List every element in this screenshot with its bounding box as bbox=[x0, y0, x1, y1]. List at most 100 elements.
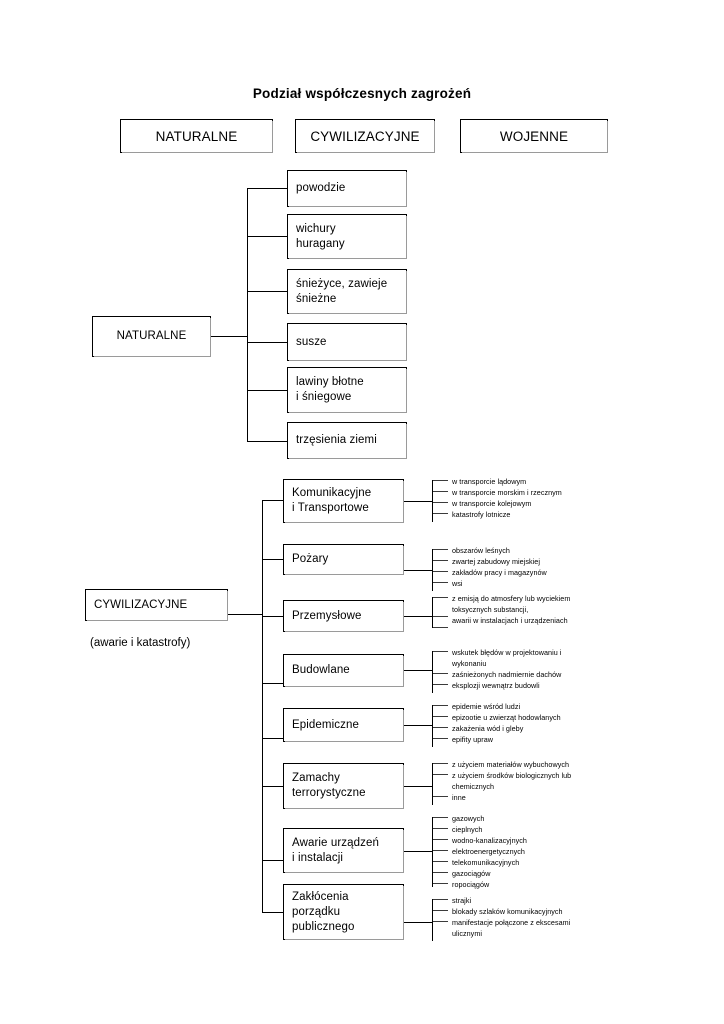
top-category-cywilizacyjne[interactable]: CYWILIZACYJNE bbox=[295, 119, 435, 153]
civ-detail-tick-1-1 bbox=[433, 560, 448, 561]
natural-item-susze-label: susze bbox=[296, 335, 327, 348]
civ-detail-tick-6-4 bbox=[433, 861, 448, 862]
top-category-wojenne[interactable]: WOJENNE bbox=[460, 119, 608, 153]
civ-item-zamachy[interactable]: Zamachy terrorystyczne bbox=[283, 763, 404, 809]
civ-branch-6 bbox=[262, 860, 283, 861]
natural-item-powodzie[interactable]: powodzie bbox=[287, 170, 407, 207]
civ-detail-connector-5 bbox=[404, 786, 432, 787]
civ-detail-text-1: obszarów leśnych zwartej zabudowy miejsk… bbox=[452, 546, 547, 588]
civ-item-budowlane-label: Budowlane bbox=[292, 664, 350, 676]
civ-item-zaklocenia[interactable]: Zakłócenia porządku publiczne­go bbox=[283, 884, 404, 940]
civ-item-przemyslowe-label: Przemysłowe bbox=[292, 609, 362, 622]
civ-detail-spine-1 bbox=[432, 549, 433, 591]
civ-item-awarie[interactable]: Awarie urządzeń i instalacji bbox=[283, 828, 404, 873]
civ-detail-tick-0-0 bbox=[433, 480, 448, 481]
natural-item-sniezyce[interactable]: śnieżyce, zawieje śnieżne bbox=[287, 269, 407, 314]
top-category-cywilizacyjne-label: CYWILIZACYJNE bbox=[310, 128, 420, 144]
civ-branch-2 bbox=[262, 616, 283, 617]
civ-detail-tick-7-1 bbox=[433, 910, 448, 911]
natural-branch-4 bbox=[247, 390, 287, 391]
civ-detail-text-7: strajki blokady szlaków komunikacyjnych … bbox=[452, 896, 571, 938]
civ-item-epidemiczne[interactable]: Epidemiczne bbox=[283, 708, 404, 742]
page-title: Podział współczesnych zagrożeń bbox=[252, 86, 472, 101]
civ-spine bbox=[262, 500, 263, 912]
civ-item-epidemiczne-label: Epidemiczne bbox=[292, 718, 359, 731]
natural-branch-3 bbox=[247, 342, 287, 343]
natural-root-label: NATURALNE bbox=[116, 330, 187, 342]
civ-branch-5 bbox=[262, 786, 283, 787]
natural-branch-2 bbox=[247, 291, 287, 292]
civ-detail-tick-1-2 bbox=[433, 571, 448, 572]
civ-detail-tick-4-1 bbox=[433, 716, 448, 717]
top-category-naturalne[interactable]: NATURALNE bbox=[120, 119, 273, 153]
civ-detail-spine-2 bbox=[432, 597, 433, 628]
civ-branch-0 bbox=[262, 500, 283, 501]
top-category-wojenne-label: WOJENNE bbox=[499, 128, 569, 144]
civ-item-awarie-label: Awarie urządzeń i instalacji bbox=[292, 836, 379, 864]
civ-detail-tick-2-2 bbox=[433, 627, 448, 628]
civ-detail-text-6: gazowych cieplnych wodno-kanalizacyjnych… bbox=[452, 814, 527, 889]
civ-detail-tick-4-3 bbox=[433, 738, 448, 739]
civ-detail-spine-6 bbox=[432, 817, 433, 887]
civ-detail-tick-4-0 bbox=[433, 705, 448, 706]
civ-root-box[interactable]: CYWILIZACYJNE bbox=[85, 589, 228, 621]
natural-item-powodzie-label: powodzie bbox=[296, 182, 346, 194]
natural-branch-1 bbox=[247, 236, 287, 237]
civ-detail-tick-2-0 bbox=[433, 597, 448, 598]
civ-detail-tick-0-3 bbox=[433, 513, 448, 514]
civ-detail-text-3: wskutek błędów w projektowaniu i wykonan… bbox=[452, 648, 562, 690]
civ-detail-text-5: z użyciem materiałów wybuchowych z użyci… bbox=[452, 760, 572, 802]
civ-detail-tick-7-2 bbox=[433, 921, 448, 922]
civ-item-budowlane[interactable]: Budowlane bbox=[283, 654, 404, 687]
civ-detail-tick-3-1 bbox=[433, 673, 448, 674]
top-category-naturalne-label: NATURALNE bbox=[155, 128, 238, 144]
natural-root-box[interactable]: NATURALNE bbox=[92, 316, 211, 357]
civ-detail-text-2: z emisją do atmosfery lub wyciekiem toks… bbox=[452, 594, 571, 625]
civ-item-pozary[interactable]: Pożary bbox=[283, 544, 404, 575]
civ-detail-tick-0-2 bbox=[433, 502, 448, 503]
civ-detail-tick-1-3 bbox=[433, 582, 448, 583]
civ-detail-connector-6 bbox=[404, 851, 432, 852]
civ-branch-3 bbox=[262, 683, 283, 684]
natural-item-lawiny[interactable]: lawiny błotne i śniegowe bbox=[287, 367, 407, 413]
civ-detail-tick-2-1 bbox=[433, 616, 448, 617]
civ-detail-tick-0-1 bbox=[433, 491, 448, 492]
natural-branch-0 bbox=[247, 188, 287, 189]
natural-item-lawiny-label: lawiny błotne i śniegowe bbox=[296, 376, 364, 403]
civ-detail-spine-7 bbox=[432, 899, 433, 941]
civ-root-connector bbox=[228, 614, 262, 615]
natural-item-wichury[interactable]: wichury huragany bbox=[287, 214, 407, 259]
civ-detail-tick-6-0 bbox=[433, 817, 448, 818]
civ-item-komunikacyjne[interactable]: Komunikacyjne i Transportowe bbox=[283, 479, 404, 523]
civ-detail-spine-3 bbox=[432, 651, 433, 693]
civ-detail-connector-2 bbox=[404, 616, 432, 617]
civ-detail-tick-5-0 bbox=[433, 763, 448, 764]
natural-item-trzesienia[interactable]: trzęsienia ziemi bbox=[287, 422, 407, 459]
civ-detail-connector-7 bbox=[404, 922, 432, 923]
civ-item-zaklocenia-label: Zakłócenia porządku publiczne­go bbox=[292, 890, 355, 933]
civ-detail-tick-4-2 bbox=[433, 727, 448, 728]
civ-item-przemyslowe[interactable]: Przemysłowe bbox=[283, 600, 404, 632]
natural-item-susze[interactable]: susze bbox=[287, 323, 407, 361]
civ-detail-spine-0 bbox=[432, 480, 433, 522]
civ-detail-tick-6-2 bbox=[433, 839, 448, 840]
civ-detail-spine-4 bbox=[432, 705, 433, 747]
civ-detail-connector-1 bbox=[404, 570, 432, 571]
civ-detail-tick-7-0 bbox=[433, 899, 448, 900]
natural-item-trzesienia-label: trzęsienia ziemi bbox=[296, 434, 377, 446]
civ-detail-connector-4 bbox=[404, 725, 432, 726]
civ-detail-connector-3 bbox=[404, 670, 432, 671]
civ-root-label: CYWILIZACYJNE bbox=[94, 598, 188, 611]
civ-root-caption: (awarie i katastrofy) bbox=[90, 637, 191, 649]
civ-detail-tick-1-0 bbox=[433, 549, 448, 550]
civ-item-zamachy-label: Zamachy terrorystyczne bbox=[292, 772, 366, 799]
civ-branch-4 bbox=[262, 738, 283, 739]
civ-detail-tick-6-6 bbox=[433, 883, 448, 884]
civ-detail-tick-3-0 bbox=[433, 651, 448, 652]
civ-detail-text-0: w transporcie lądowym w transporcie mors… bbox=[452, 477, 562, 519]
natural-item-wichury-label: wichury huragany bbox=[296, 222, 345, 250]
civ-detail-tick-6-5 bbox=[433, 872, 448, 873]
civ-detail-tick-6-3 bbox=[433, 850, 448, 851]
civ-detail-spine-5 bbox=[432, 763, 433, 805]
